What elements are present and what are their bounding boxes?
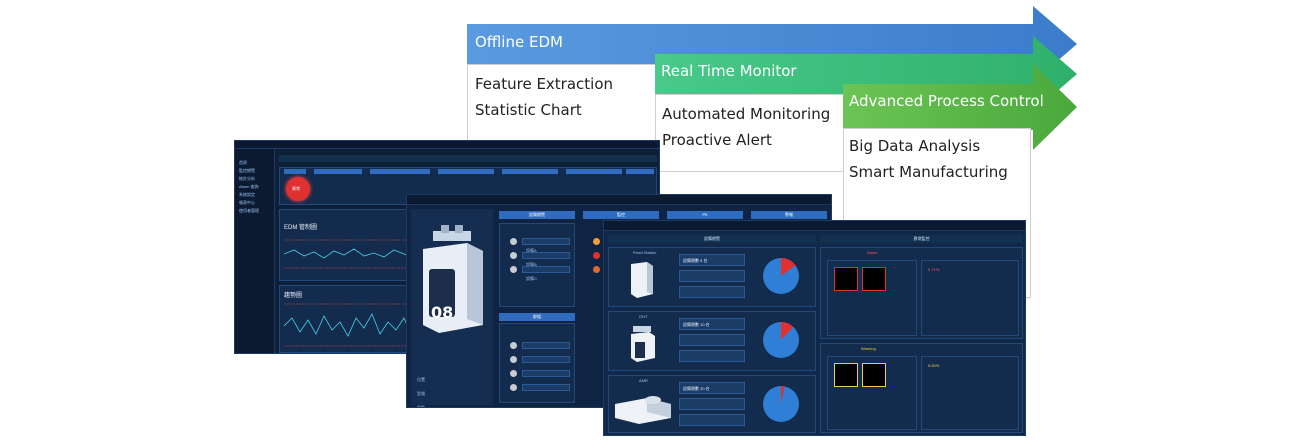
sidebar-item[interactable]: 首頁 bbox=[239, 160, 247, 165]
amr-icon bbox=[615, 396, 671, 424]
field-label: 狀態 bbox=[417, 405, 425, 408]
unit-count: 設備總數 10 台 bbox=[679, 318, 745, 330]
sidebar-item[interactable]: 監控總覽 bbox=[239, 168, 255, 173]
unit-stat bbox=[679, 414, 745, 426]
unit-stat bbox=[679, 270, 745, 282]
equipment-badge: 08 bbox=[431, 303, 454, 322]
unit-pie bbox=[763, 386, 799, 422]
oht-icon bbox=[631, 326, 655, 362]
warning-detail: 5.50% bbox=[921, 356, 1019, 430]
status-dot bbox=[510, 342, 517, 349]
alarm-indicator: 異常 bbox=[286, 177, 310, 201]
top-bar bbox=[407, 195, 831, 205]
stage-label: Real Time Monitor bbox=[661, 62, 797, 80]
status-bar: 設備A bbox=[522, 238, 570, 253]
alert-dot bbox=[593, 252, 600, 259]
unit-stat bbox=[679, 398, 745, 410]
sidebar-item[interactable]: Alarm 查詢 bbox=[239, 184, 259, 189]
unit-stat bbox=[679, 350, 745, 362]
stage-item: Proactive Alert bbox=[662, 131, 772, 149]
alert-dot bbox=[593, 266, 600, 273]
stage-item: Big Data Analysis bbox=[849, 137, 981, 155]
status-dot bbox=[510, 384, 517, 391]
equipment-image-panel: 08 位置 型號 狀態 bbox=[411, 209, 493, 408]
left-header: 設備總覽 bbox=[608, 235, 816, 243]
field-label: 位置 bbox=[417, 377, 425, 382]
unit-stat bbox=[679, 334, 745, 346]
stage-item: Statistic Chart bbox=[475, 101, 582, 119]
unit-count: 設備總數 5 台 bbox=[679, 254, 745, 266]
group-list-panel bbox=[499, 323, 575, 403]
stage-item: Automated Monitoring bbox=[662, 105, 831, 123]
unit-card-fixed-station: Fixed Station 設備總數 5 台 bbox=[608, 247, 816, 307]
warning-pct: 5.50% bbox=[928, 363, 940, 368]
alarm-pct: 5.71% bbox=[928, 267, 940, 272]
alarm-station-icons bbox=[827, 260, 917, 336]
alert-dot bbox=[593, 238, 600, 245]
sidebar: 首頁 監控總覽 統計分析 Alarm 查詢 系統設定 報表中心 使用者管理 bbox=[235, 149, 275, 353]
status-dot bbox=[510, 370, 517, 377]
robot-illustration-icon bbox=[423, 225, 483, 333]
status-list-panel: 設備A 設備B 設備C bbox=[499, 223, 575, 307]
right-header: 異常監控 bbox=[820, 235, 1023, 243]
status-bar: 設備C bbox=[522, 266, 570, 281]
unit-card-oht: OHT 設備總數 10 台 bbox=[608, 311, 816, 371]
section-header: 群組 bbox=[499, 313, 575, 321]
filter-bar bbox=[279, 155, 657, 162]
unit-name: AMR bbox=[639, 378, 648, 383]
status-dot bbox=[510, 266, 517, 273]
field-label: 型號 bbox=[417, 391, 425, 396]
sidebar-item[interactable]: 報表中心 bbox=[239, 200, 255, 205]
status-dot bbox=[510, 238, 517, 245]
unit-count: 設備總數 20 台 bbox=[679, 382, 745, 394]
top-bar bbox=[604, 221, 1025, 231]
chart-title: EDM 管制圖 bbox=[284, 225, 318, 231]
status-bar bbox=[522, 384, 570, 391]
warning-station-icon bbox=[834, 363, 858, 387]
sidebar-item[interactable]: 統計分析 bbox=[239, 176, 255, 181]
unit-stat bbox=[679, 286, 745, 298]
pie-slice bbox=[781, 258, 796, 276]
status-bar: 設備B bbox=[522, 252, 570, 267]
alarm-panel: Alarm 5.71% bbox=[820, 247, 1023, 339]
stage-item: Smart Manufacturing bbox=[849, 163, 1008, 181]
stage-card-real-time-monitor: Automated Monitoring Proactive Alert bbox=[655, 94, 845, 172]
unit-card-amr: AMR 設備總數 20 台 bbox=[608, 375, 816, 433]
chart-title: 趨勢圖 bbox=[284, 293, 303, 299]
pie-slice bbox=[781, 386, 785, 404]
warning-label: Warning bbox=[861, 346, 876, 351]
stage-item: Feature Extraction bbox=[475, 75, 614, 93]
alarm-label: Alarm bbox=[867, 250, 878, 255]
stage-label: Advanced Process Control bbox=[849, 92, 1044, 110]
unit-name: OHT bbox=[639, 314, 648, 319]
unit-name: Fixed Station bbox=[633, 250, 657, 255]
status-bar bbox=[522, 342, 570, 349]
status-bar bbox=[522, 370, 570, 377]
alarm-station-icon bbox=[834, 267, 858, 291]
sidebar-item[interactable]: 使用者管理 bbox=[239, 208, 259, 213]
section-header: PE bbox=[667, 211, 743, 219]
pie-slice bbox=[781, 322, 794, 340]
unit-pie bbox=[763, 322, 799, 358]
warning-station-icons bbox=[827, 356, 917, 430]
section-header: 監控 bbox=[583, 211, 659, 219]
alarm-station-icon bbox=[862, 267, 886, 291]
section-header: 警報 bbox=[751, 211, 827, 219]
alarm-text: 異常 bbox=[292, 186, 300, 191]
alarm-detail: 5.71% bbox=[921, 260, 1019, 336]
top-bar bbox=[235, 141, 659, 149]
status-dot bbox=[510, 252, 517, 259]
status-bar bbox=[522, 356, 570, 363]
stage-label: Offline EDM bbox=[475, 33, 563, 51]
unit-pie bbox=[763, 258, 799, 294]
stage-card-offline-edm: Feature Extraction Statistic Chart bbox=[467, 64, 657, 142]
status-dot bbox=[510, 356, 517, 363]
warning-panel: Warning 5.50% bbox=[820, 343, 1023, 433]
fixed-station-icon bbox=[631, 262, 653, 298]
warning-station-icon bbox=[862, 363, 886, 387]
sidebar-item[interactable]: 系統設定 bbox=[239, 192, 255, 197]
screenshot-fleet-overview: 設備總覽 異常監控 Fixed Station 設備總數 5 台 OHT 設備總… bbox=[603, 220, 1026, 436]
section-header: 設備總覽 bbox=[499, 211, 575, 219]
